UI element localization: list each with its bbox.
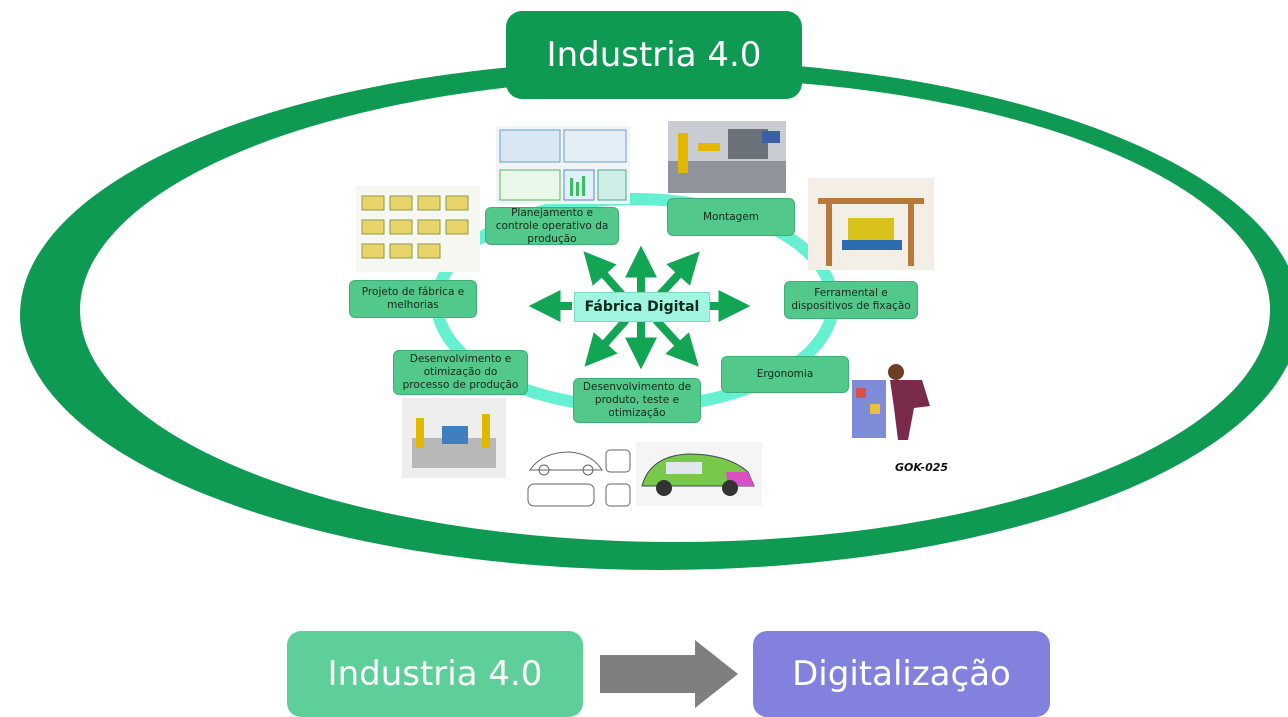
ergonomics-worker-image xyxy=(850,360,942,442)
tooling-fixture-image xyxy=(808,178,934,270)
node-product: Desenvolvimento de produto, teste e otim… xyxy=(573,378,701,423)
node-process: Desenvolvimento e otimização do processo… xyxy=(393,350,528,395)
center-label: Fábrica Digital xyxy=(574,292,710,322)
assembly-robot-image xyxy=(668,121,786,193)
software-screenshot-image xyxy=(496,126,630,204)
node-factory: Projeto de fábrica e melhorias xyxy=(349,280,477,318)
digitalizacao-box: Digitalização xyxy=(753,631,1050,717)
title-box: Industria 4.0 xyxy=(506,11,802,99)
car-blueprint-image xyxy=(522,440,636,516)
node-planning: Planejamento e controle operativo da pro… xyxy=(485,207,619,245)
node-assembly: Montagem xyxy=(667,198,795,236)
node-ergonomics: Ergonomia xyxy=(721,356,849,393)
node-tooling: Ferramental e dispositivos de fixação xyxy=(784,281,918,319)
welding-robots-image xyxy=(402,398,506,478)
industria-box: Industria 4.0 xyxy=(287,631,583,717)
code-label: GOK-025 xyxy=(895,461,949,474)
factory-layout-image xyxy=(356,186,480,272)
right-arrow xyxy=(600,640,738,708)
car-simulation-image xyxy=(636,442,762,506)
